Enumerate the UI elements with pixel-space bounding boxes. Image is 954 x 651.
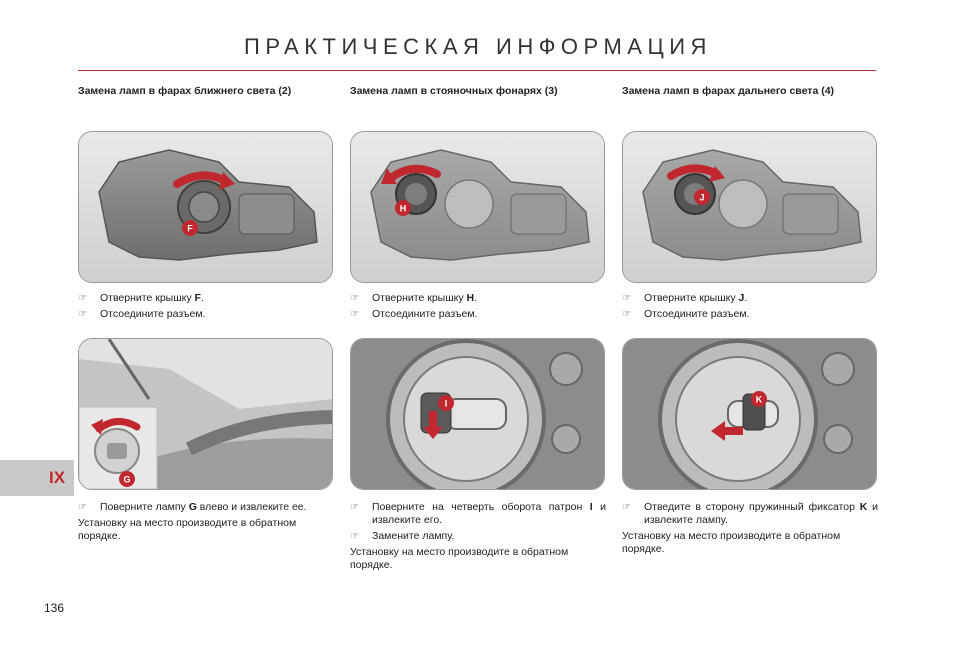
- title-divider: [78, 70, 876, 71]
- svg-text:H: H: [400, 204, 407, 214]
- steps-low-beam-top: ☞Отверните крышку F. ☞Отсоедините разъем…: [78, 292, 334, 324]
- steps-high-beam-bottom: ☞Отведите в сторону пружинный фиксатор K…: [622, 501, 878, 556]
- heading-parking-lights: Замена ламп в стояночных фонарях (3): [350, 85, 558, 97]
- steps-parking-top: ☞Отверните крышку H. ☞Отсоедините разъем…: [350, 292, 606, 324]
- marker-J: [694, 189, 710, 205]
- svg-text:I: I: [445, 399, 448, 409]
- svg-text:K: K: [756, 395, 763, 405]
- pointing-hand-icon: ☞: [350, 502, 359, 513]
- parking-bulb-holder-image: I: [350, 338, 605, 490]
- steps-high-beam-top: ☞Отверните крышку J. ☞Отсоедините разъем…: [622, 292, 878, 324]
- pointing-hand-icon: ☞: [622, 309, 631, 320]
- heading-low-beam: Замена ламп в фарах ближнего света (2): [78, 85, 292, 97]
- step-item: ☞Отверните крышку H.: [350, 292, 478, 304]
- step-item: ☞Поверните на четверть оборота патрон I …: [350, 501, 606, 526]
- steps-parking-bottom: ☞Поверните на четверть оборота патрон I …: [350, 501, 606, 572]
- step-item: ☞Замените лампу.: [350, 530, 455, 542]
- page-number: 136: [44, 601, 65, 615]
- step-item: ☞Отсоедините разъем.: [78, 308, 206, 320]
- low-beam-bulb-image: G: [78, 338, 333, 490]
- headlamp-high-beam-cover-image: J: [622, 131, 877, 283]
- pointing-hand-icon: ☞: [350, 309, 359, 320]
- refit-note: Установку на место производите в обратно…: [350, 546, 569, 571]
- svg-text:J: J: [699, 193, 704, 203]
- marker-H: [395, 200, 411, 216]
- step-item: ☞Поверните лампу G влево и извлеките ее.: [78, 501, 307, 513]
- heading-high-beam: Замена ламп в фарах дальнего света (4): [622, 85, 835, 97]
- step-item: ☞Отсоедините разъем.: [622, 308, 750, 320]
- svg-text:G: G: [123, 475, 130, 485]
- step-item: ☞Отверните крышку F.: [78, 292, 204, 304]
- pointing-hand-icon: ☞: [350, 531, 359, 542]
- chapter-tab: IX: [0, 460, 74, 496]
- refit-note: Установку на место производите в обратно…: [78, 517, 297, 542]
- parking-light-cover-image: H: [350, 131, 605, 283]
- pointing-hand-icon: ☞: [350, 293, 359, 304]
- pointing-hand-icon: ☞: [78, 502, 87, 513]
- step-item: ☞Отверните крышку J.: [622, 292, 748, 304]
- marker-K: [751, 391, 767, 407]
- steps-low-beam-bottom: ☞Поверните лампу G влево и извлеките ее.…: [78, 501, 334, 543]
- step-item: ☞Отведите в сторону пружинный фиксатор K…: [622, 501, 878, 526]
- svg-text:F: F: [187, 224, 193, 234]
- pointing-hand-icon: ☞: [622, 293, 631, 304]
- marker-F: [182, 220, 198, 236]
- marker-G: [119, 471, 135, 487]
- pointing-hand-icon: ☞: [78, 309, 87, 320]
- headlamp-low-beam-cover-image: F: [78, 131, 333, 283]
- high-beam-bulb-clip-image: K: [622, 338, 877, 490]
- chapter-label: IX: [48, 468, 66, 487]
- step-item: ☞Отсоедините разъем.: [350, 308, 478, 320]
- pointing-hand-icon: ☞: [78, 293, 87, 304]
- pointing-hand-icon: ☞: [622, 502, 631, 513]
- marker-I: [438, 395, 454, 411]
- refit-note: Установку на место производите в обратно…: [622, 530, 841, 555]
- page-title: ПРАКТИЧЕСКАЯ ИНФОРМАЦИЯ: [244, 34, 712, 59]
